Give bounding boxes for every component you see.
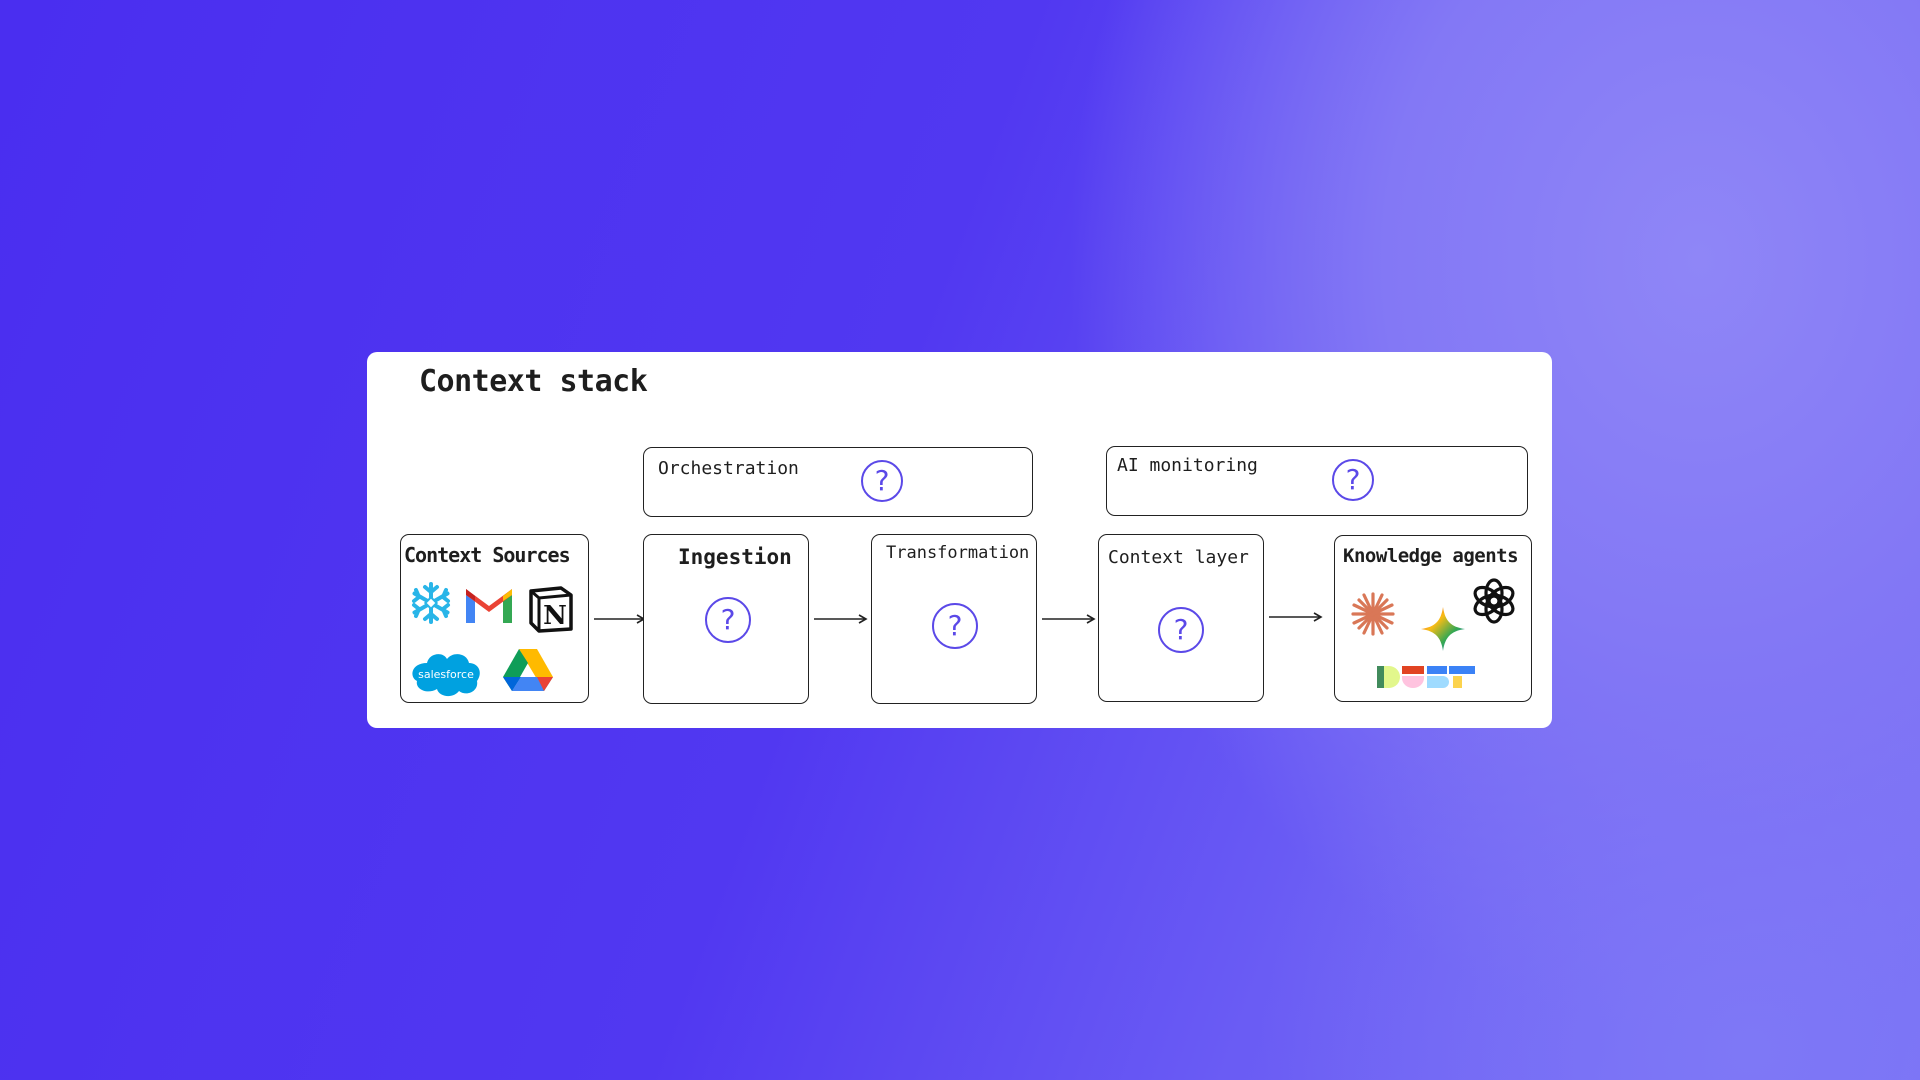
- ai-monitoring-label: AI monitoring: [1117, 455, 1258, 476]
- context-sources-label: Context Sources: [404, 543, 571, 567]
- ingestion-question-icon: ?: [705, 597, 751, 643]
- dust-icon: [1377, 666, 1475, 688]
- arrow-transformation-to-context-layer: [1042, 614, 1096, 624]
- openai-icon: [1473, 578, 1515, 624]
- orchestration-label: Orchestration: [658, 458, 799, 479]
- orchestration-box: Orchestration ?: [643, 447, 1033, 517]
- svg-text:salesforce: salesforce: [418, 668, 474, 681]
- notion-icon: N: [529, 586, 573, 633]
- context-layer-label: Context layer: [1108, 547, 1249, 568]
- claude-icon: [1351, 592, 1395, 636]
- orchestration-question-icon: ?: [861, 460, 903, 502]
- svg-text:N: N: [543, 601, 567, 631]
- knowledge-agents-box: Knowledge agents: [1334, 535, 1532, 702]
- context-stack-card: Context stack Orchestration ? AI monitor…: [367, 352, 1552, 728]
- snowflake-icon: [412, 582, 450, 624]
- ingestion-label: Ingestion: [678, 545, 792, 569]
- gmail-icon: [466, 589, 512, 623]
- google-drive-icon: [503, 649, 553, 691]
- diagram-title: Context stack: [419, 364, 648, 399]
- context-sources-box: Context Sources: [400, 534, 589, 703]
- transformation-label: Transformation: [886, 543, 1030, 563]
- context-layer-box: Context layer ?: [1098, 534, 1264, 702]
- arrow-sources-to-ingestion: [594, 614, 646, 624]
- ingestion-box: Ingestion ?: [643, 534, 809, 704]
- arrow-ingestion-to-transformation: [814, 614, 868, 624]
- transformation-question-icon: ?: [932, 603, 978, 649]
- knowledge-agents-label: Knowledge agents: [1343, 545, 1519, 567]
- ai-monitoring-question-icon: ?: [1332, 459, 1374, 501]
- ai-monitoring-box: AI monitoring ?: [1106, 446, 1528, 516]
- arrow-context-layer-to-agents: [1269, 612, 1323, 622]
- gemini-icon: [1421, 607, 1465, 651]
- salesforce-icon: salesforce: [412, 654, 480, 697]
- context-layer-question-icon: ?: [1158, 607, 1204, 653]
- transformation-box: Transformation ?: [871, 534, 1037, 704]
